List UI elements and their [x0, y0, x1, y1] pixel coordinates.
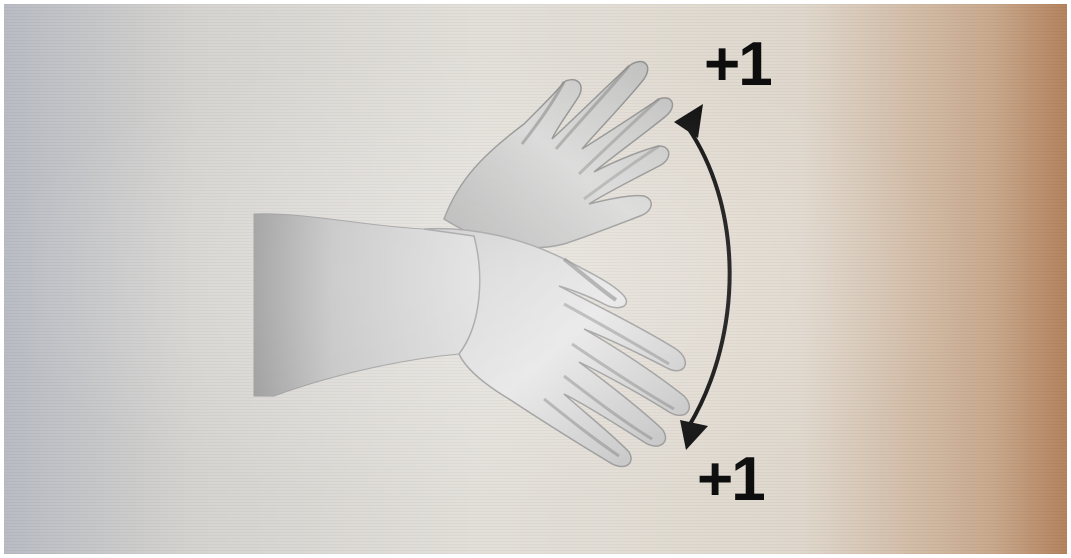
raised-hand: [444, 62, 672, 248]
top-plus-one-label: +1: [704, 34, 771, 96]
up-arrowhead: [674, 104, 703, 138]
photo-frame: +1 +1: [4, 4, 1067, 554]
bottom-plus-one-label: +1: [697, 449, 764, 511]
motion-arc: [684, 122, 730, 426]
forearm: [254, 214, 480, 396]
hand-wave-illustration: [4, 4, 1067, 554]
